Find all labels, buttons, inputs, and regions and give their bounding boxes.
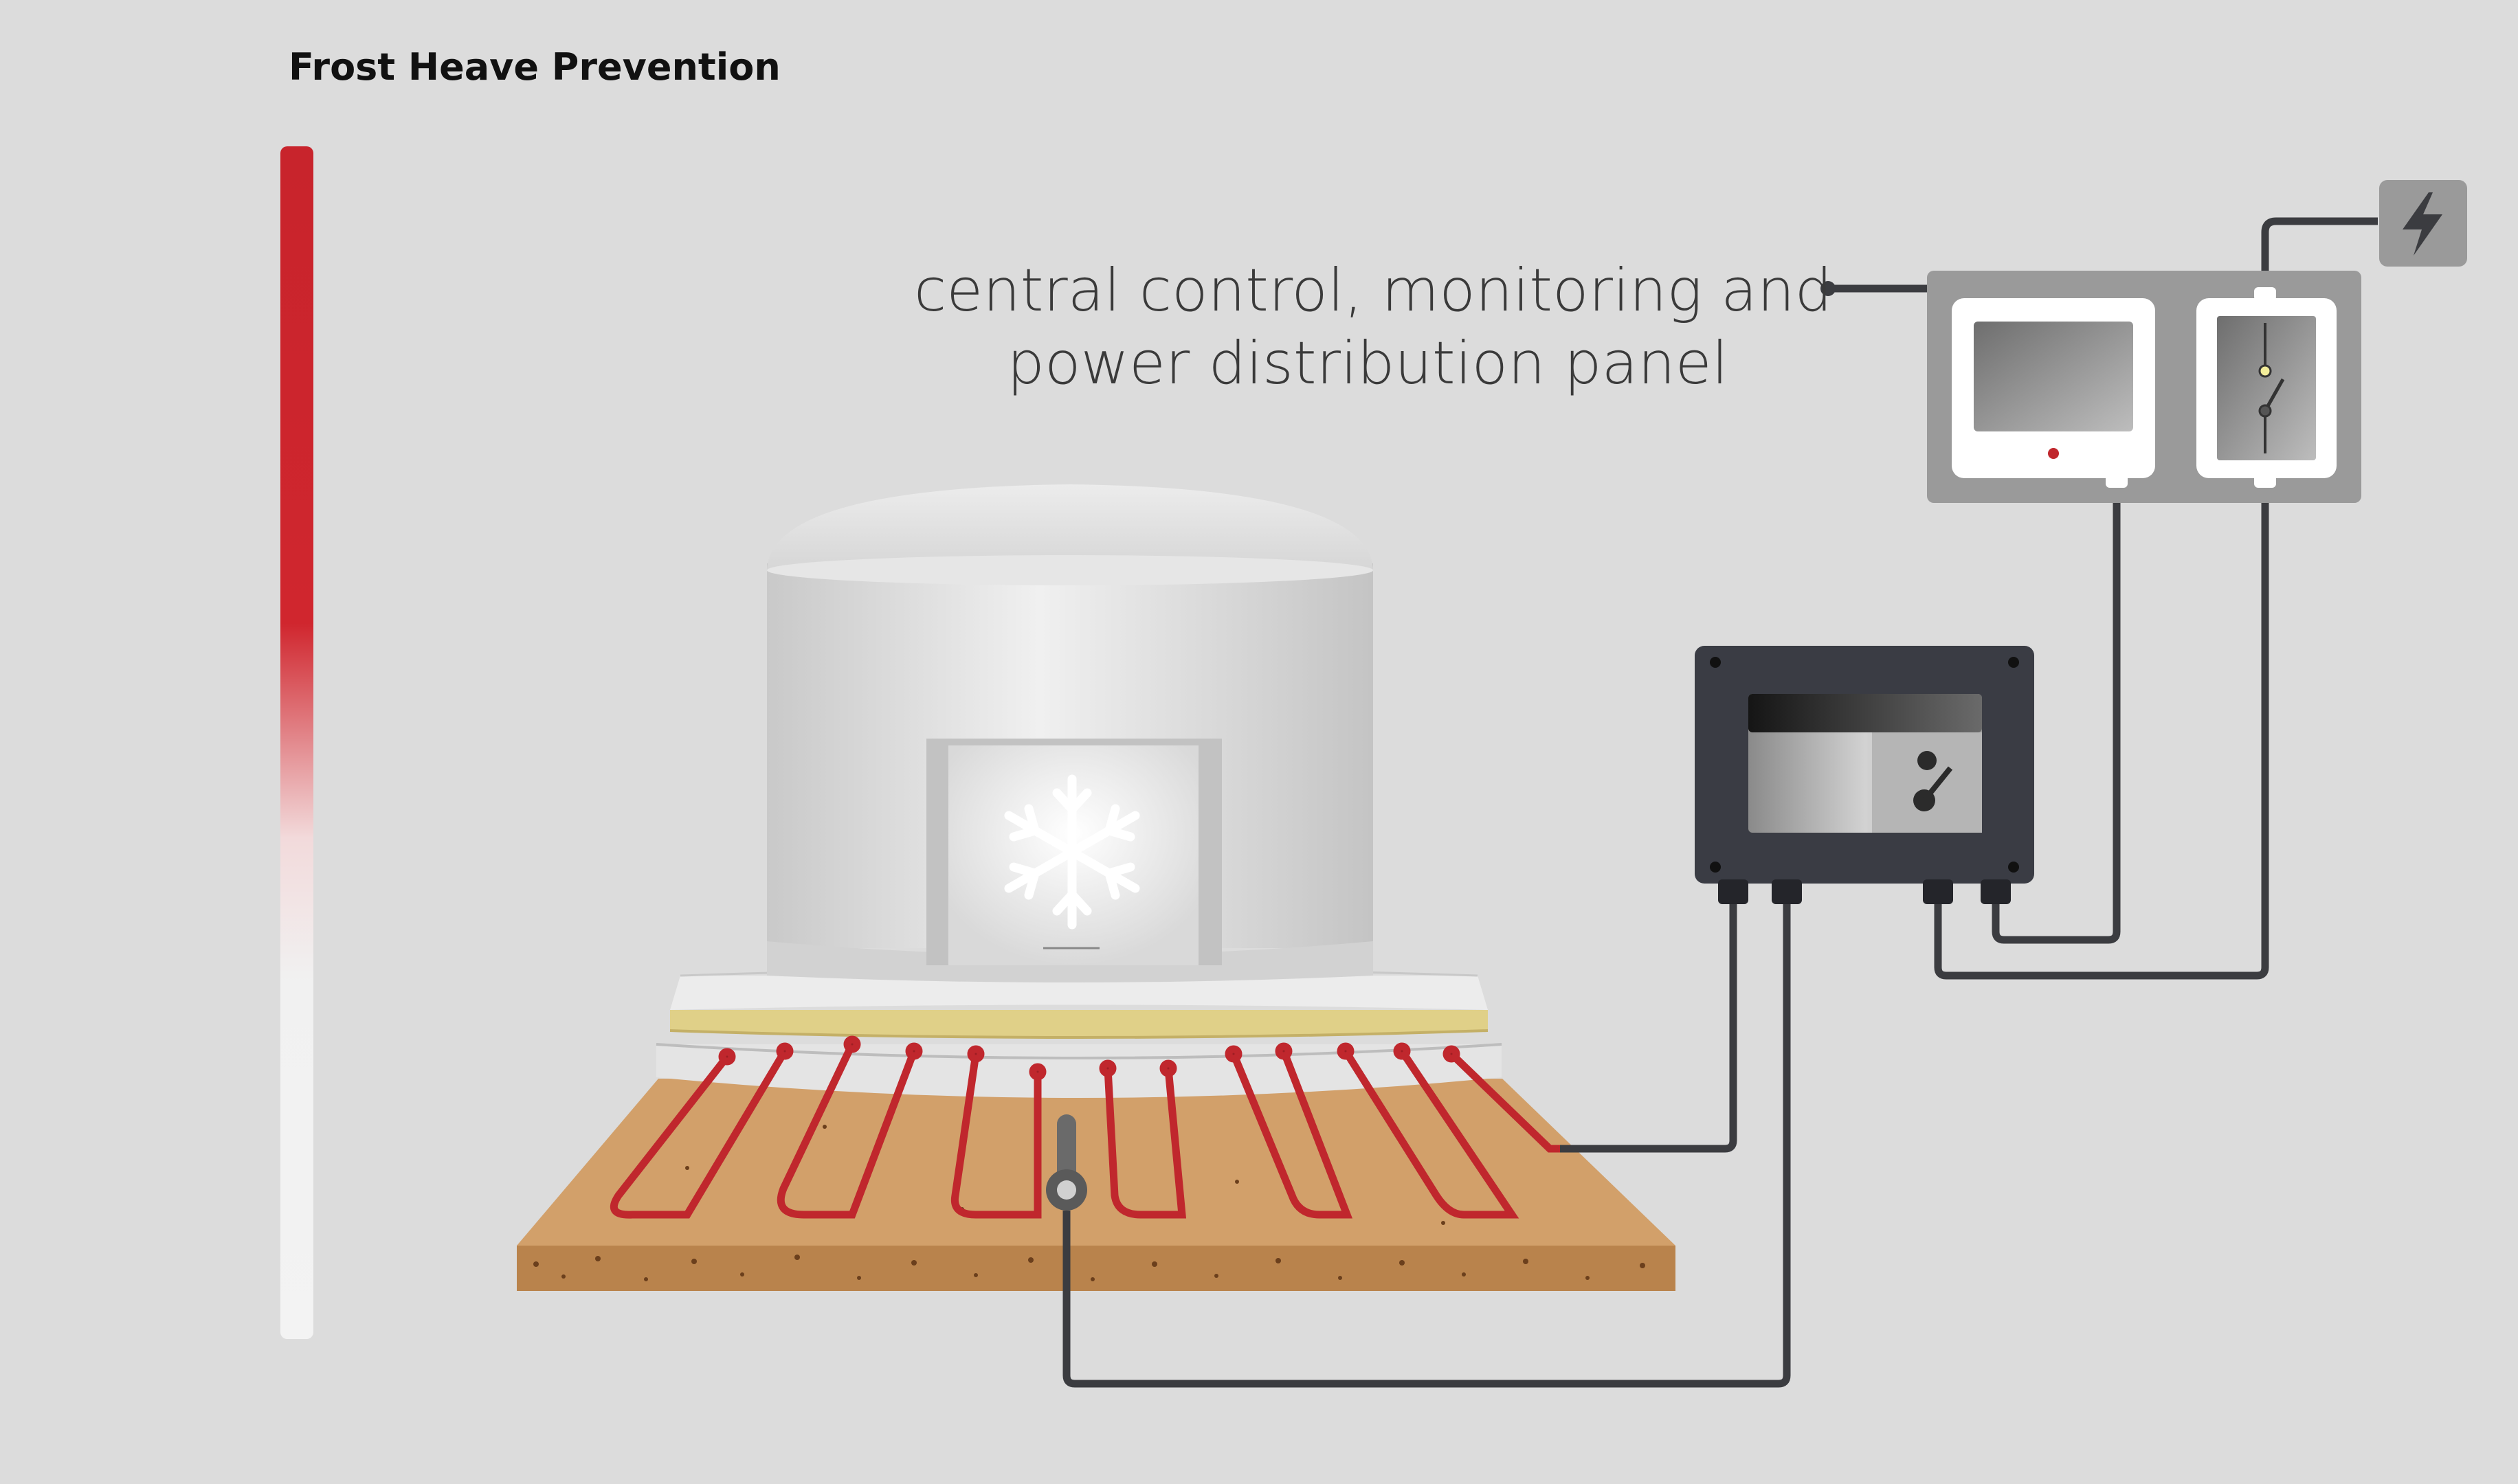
snowflake-icon (1004, 774, 1140, 930)
label-leader-dot (1820, 281, 1836, 296)
control-panel-label: central control, monitoring and power di… (914, 254, 1833, 400)
temperature-gradient-bar (280, 146, 313, 1339)
lightning-bolt-icon (2403, 192, 2442, 256)
wiring (1062, 217, 2378, 1388)
control-panel-label-line-2: power distribution panel (1007, 329, 1728, 398)
temperature-sensor (1046, 1114, 1087, 1211)
foundation-layers (656, 967, 1502, 1098)
power-supply (2379, 180, 2467, 267)
control-panel (1927, 271, 2361, 503)
control-panel-label-line-1: central control, monitoring and (914, 256, 1833, 325)
storage-tank (767, 484, 1373, 982)
page-title: Frost Heave Prevention (289, 45, 781, 89)
junction-box (1695, 646, 2034, 904)
soil-base (517, 1079, 1675, 1291)
